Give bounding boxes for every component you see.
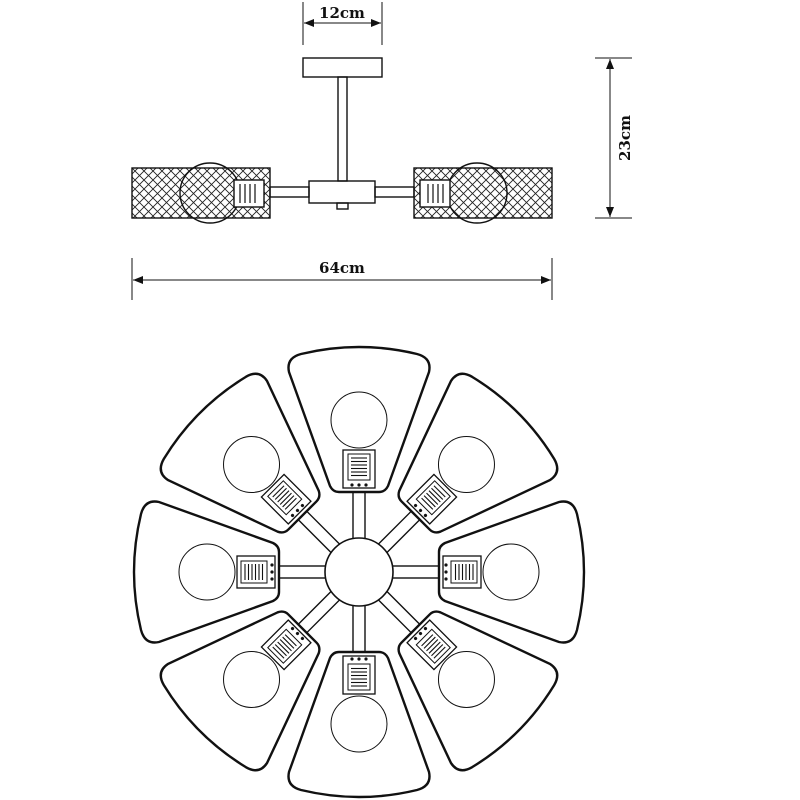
- arm-shade-assembly: [376, 589, 559, 772]
- bulb: [223, 650, 281, 708]
- socket-inner: [267, 628, 303, 664]
- arm: [297, 510, 342, 555]
- dimension-label-12cm: 12cm: [319, 4, 365, 22]
- arm: [376, 510, 421, 555]
- arm: [278, 565, 328, 579]
- socket-inner: [240, 560, 268, 584]
- socket-inner: [450, 560, 478, 584]
- top-view: [132, 345, 586, 799]
- shade: [287, 650, 431, 799]
- shade: [287, 345, 431, 494]
- shade: [437, 500, 586, 644]
- arm-shade-assembly: [390, 500, 586, 644]
- socket: [233, 179, 265, 208]
- right-shade: [413, 162, 553, 224]
- bottom-knob: [336, 202, 349, 210]
- bulb: [437, 436, 495, 494]
- dimension-height: 23cm: [595, 57, 634, 219]
- socket: [419, 179, 451, 208]
- dimension-overall-width: 64cm: [131, 258, 553, 300]
- arm-shade-assembly: [159, 372, 342, 555]
- arm-shade-assembly: [376, 372, 559, 555]
- arm: [297, 589, 342, 634]
- socket-inner: [267, 480, 303, 516]
- dimension-canopy-width: 12cm: [302, 2, 383, 45]
- center-body: [308, 180, 376, 204]
- socket-inner: [415, 628, 451, 664]
- arm-shade-assembly: [287, 345, 431, 541]
- ceiling-plate: [302, 57, 383, 78]
- arm: [390, 565, 440, 579]
- side-view: 12cm 23cm: [131, 2, 634, 300]
- stem: [337, 76, 348, 182]
- bulb: [330, 391, 388, 449]
- bulb: [330, 695, 388, 753]
- right-arm: [374, 186, 415, 198]
- dimension-label-64cm: 64cm: [319, 259, 365, 277]
- left-shade: [131, 162, 271, 224]
- arm-shade-assembly: [132, 500, 328, 644]
- arm: [352, 491, 366, 541]
- socket-inner: [347, 453, 371, 481]
- bulb: [482, 543, 540, 601]
- left-arm: [269, 186, 310, 198]
- bulb: [178, 543, 236, 601]
- arm-shade-assembly: [287, 603, 431, 799]
- arm-shade-assembly: [159, 589, 342, 772]
- arm: [376, 589, 421, 634]
- shade: [132, 500, 281, 644]
- dimension-label-23cm: 23cm: [616, 115, 634, 161]
- socket-inner: [347, 663, 371, 691]
- bulb: [437, 650, 495, 708]
- arm: [352, 603, 366, 653]
- center-hub: [324, 537, 394, 607]
- socket-inner: [415, 480, 451, 516]
- bulb: [223, 436, 281, 494]
